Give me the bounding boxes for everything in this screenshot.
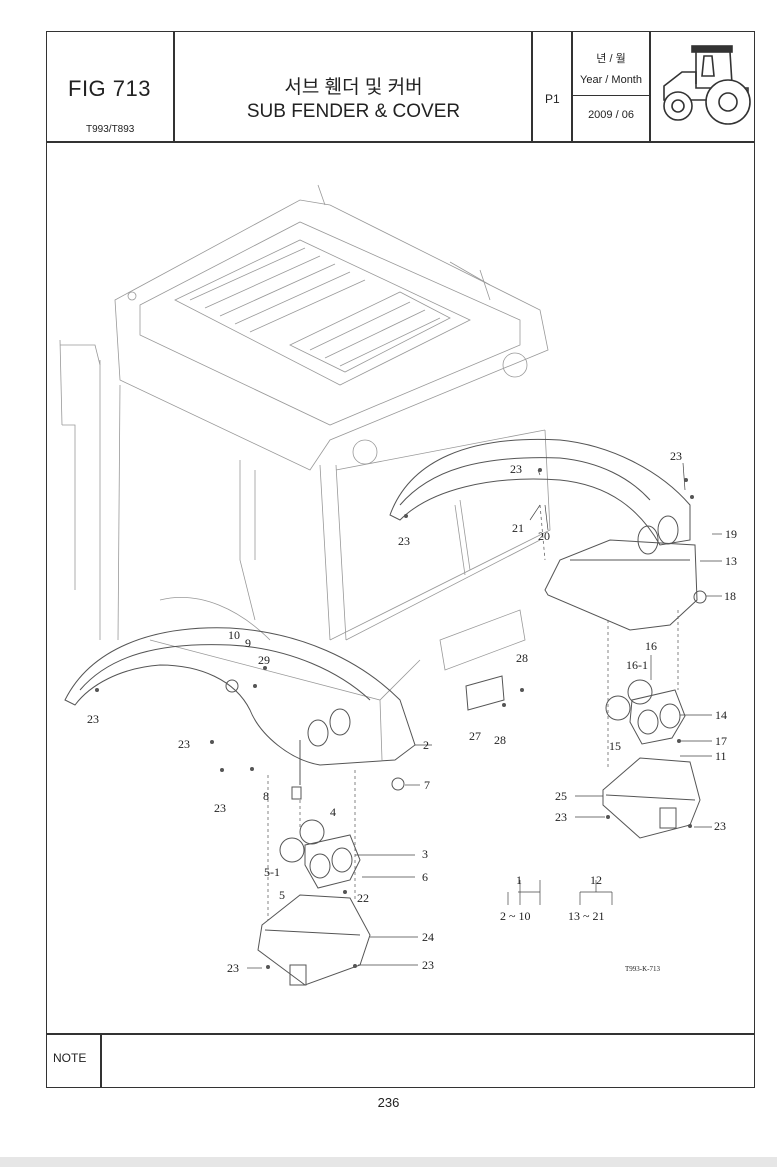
label-10: 10 [228,628,240,642]
left-lamp-cover [257,894,371,986]
label-7: 7 [424,778,430,792]
right-lamp-assembly [605,679,686,745]
title-english: SUB FENDER & COVER [246,101,461,122]
right-lamp-cover [602,757,701,839]
tractor-logo-icon [663,45,751,125]
group-label-12: 12 [590,873,602,887]
part-labels: 2 3 4 5 5-1 6 7 8 9 10 11 13 14 15 16 16… [87,449,737,975]
label-8: 8 [263,789,269,803]
header-divider [531,31,533,142]
model-code: T993/T893 [86,124,135,135]
fasteners [95,468,694,969]
group-range-13-21: 13 ~ 21 [568,909,605,923]
cap-7-icon [391,777,405,791]
label-13: 13 [725,554,737,568]
label-11: 11 [715,749,727,763]
label-3: 3 [422,847,428,861]
year-month-label-korean: 년 / 월 [596,53,626,65]
cab-frame-outline [59,339,551,761]
label-5-1: 5-1 [264,865,280,879]
right-sub-fender [389,438,698,631]
label-24: 24 [422,930,434,944]
group-label-1: 1 [516,873,522,887]
left-sub-fender [64,627,416,785]
note-label: NOTE [53,1051,87,1065]
cab-roof-outline [114,184,549,471]
label-9: 9 [245,636,251,650]
page-frame [46,31,755,1088]
label-23: 23 [670,449,682,463]
label-2: 2 [423,738,429,752]
assembly-guide-lines [267,504,679,920]
label-28: 28 [516,651,528,665]
group-range-2-10: 2 ~ 10 [500,909,531,923]
exploded-parts-diagram: 2 3 4 5 5-1 6 7 8 9 10 11 13 14 15 16 16… [59,184,737,986]
label-5: 5 [279,888,285,902]
header-bottom-line [46,141,755,143]
label-21: 21 [512,521,524,535]
left-lamp-assembly [279,786,361,889]
label-23: 23 [714,819,726,833]
label-29: 29 [258,653,270,667]
label-23: 23 [227,961,239,975]
cap-18-icon [693,590,707,604]
label-22: 22 [357,891,369,905]
issue-date: 2009 / 06 [588,109,634,121]
label-23: 23 [214,801,226,815]
label-23: 23 [398,534,410,548]
label-23: 23 [178,737,190,751]
header-divider [649,31,651,142]
label-14: 14 [715,708,727,722]
label-28: 28 [494,733,506,747]
label-20: 20 [538,529,550,543]
figure-number: FIG 713 [68,76,151,101]
label-23: 23 [422,958,434,972]
label-16-1: 16-1 [626,658,648,672]
scan-edge-strip [0,1157,777,1167]
page-code: P1 [545,92,560,106]
label-23: 23 [555,810,567,824]
label-23: 23 [87,712,99,726]
header-divider [571,31,573,142]
header-divider [173,31,175,142]
label-19: 19 [725,527,737,541]
label-15: 15 [609,739,621,753]
license-plate-bracket [465,675,505,711]
label-6: 6 [422,870,428,884]
title-korean: 서브 휀더 및 커버 [284,77,423,98]
label-18: 18 [724,589,736,603]
label-4: 4 [330,805,336,819]
year-month-label: Year / Month [580,74,642,86]
page-number: 236 [377,1095,400,1110]
label-25: 25 [555,789,567,803]
label-16: 16 [645,639,657,653]
note-divider [100,1033,102,1088]
note-top-line [46,1033,755,1035]
leader-lines [247,462,722,969]
label-23: 23 [510,462,522,476]
header-divider [571,95,651,97]
drawing-code: T993-K-713 [625,965,660,973]
label-17: 17 [715,734,727,748]
label-27: 27 [469,729,481,743]
